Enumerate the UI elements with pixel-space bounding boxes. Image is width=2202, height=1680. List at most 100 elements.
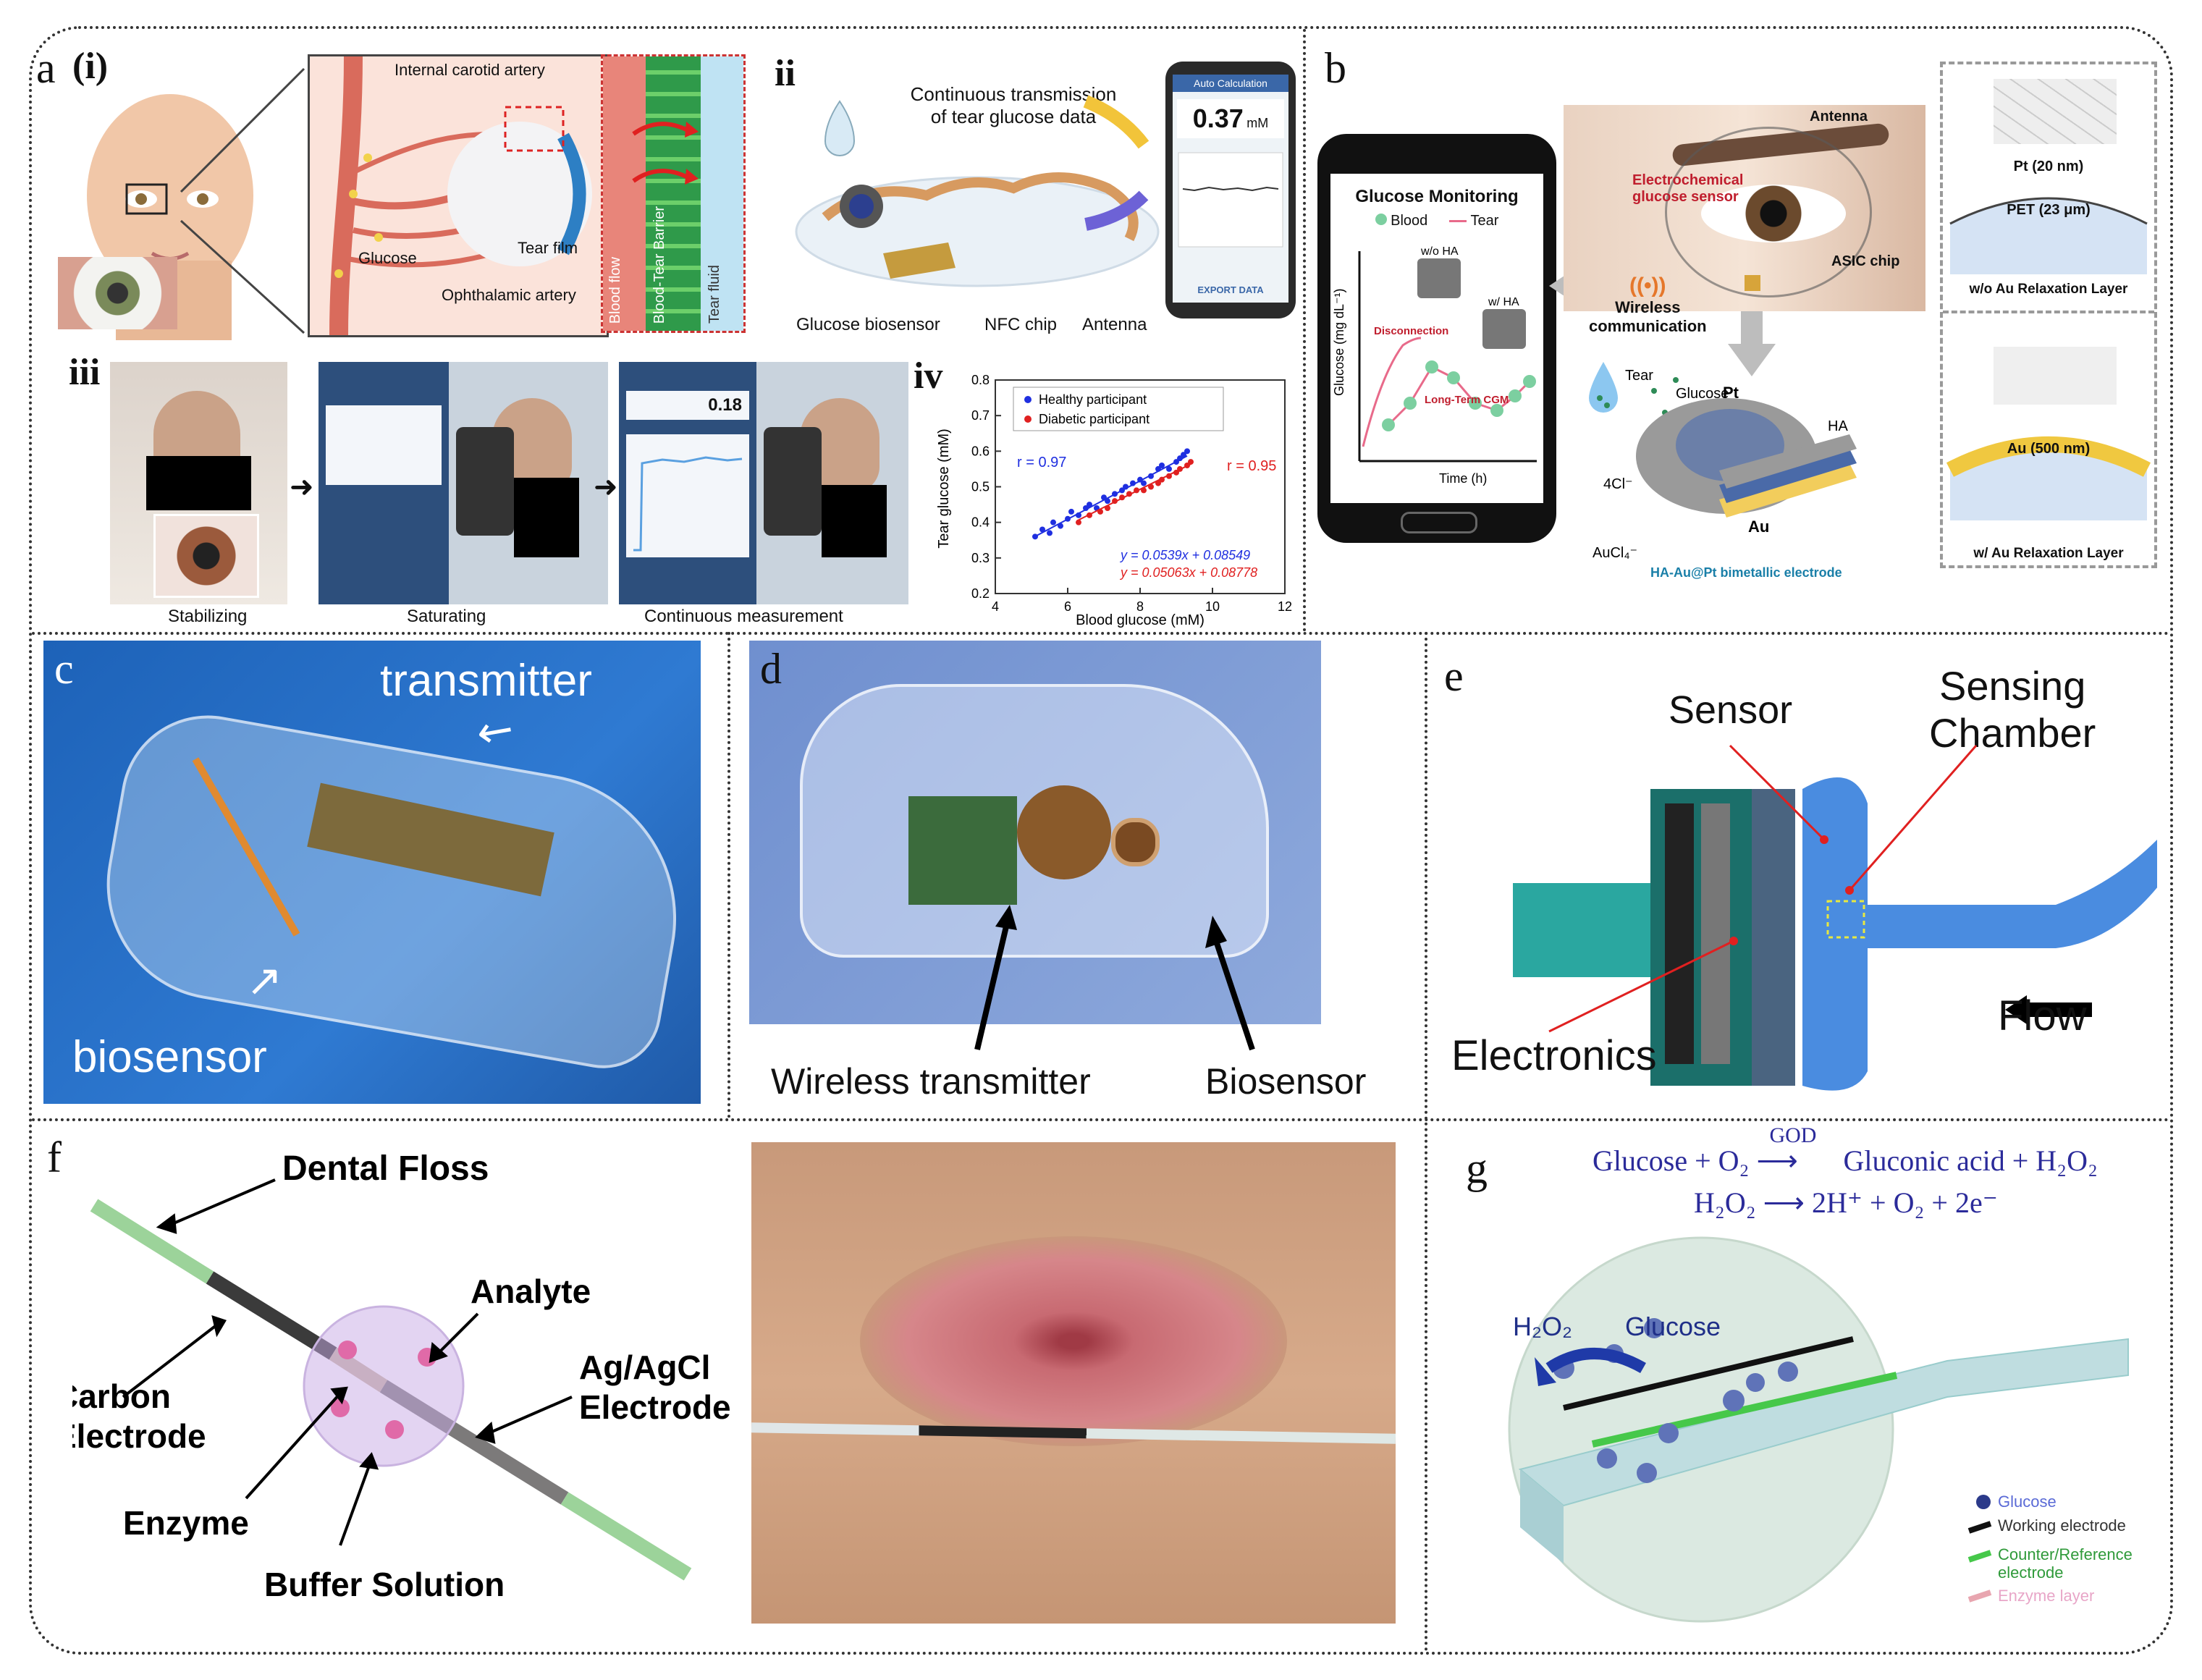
ii-title: Continuous transmission of tear glucose … [905,83,1122,128]
phone-b: Glucose Monitoring Blood Tear w/o HA w/ … [1317,134,1556,543]
tear-film-label: Tear film [518,239,578,257]
wireless-transmitter-label: Wireless transmitter [771,1061,1091,1102]
panel-b-label: b [1325,44,1346,92]
tear-fluid-label: Tear fluid [706,264,723,324]
eye-closeup-photo [58,257,177,329]
zoom-lines [180,67,305,334]
continuous-screen: 0.18 [619,362,756,604]
saturating-photo [319,362,608,604]
wo-relaxation-label: w/o Au Relaxation Layer [1969,282,2128,297]
reaction-eq-2: H₂O₂ ⟶ 2H⁺ + O₂ + 2e⁻ [1694,1186,1998,1220]
panel-a-iii-label: iii [69,352,101,393]
eq-healthy: y = 0.0539x + 0.08549 [1119,548,1250,562]
pet-arc-wo [1949,197,2148,274]
healthy-point [1141,480,1147,486]
tear-label-b: Tear [1625,368,1653,384]
legend-marker-healthy [1024,396,1032,403]
glucose-monitoring-title: Glucose Monitoring [1355,187,1519,206]
b-y-axis-label: Glucose (mg dL⁻¹) [1332,288,1346,396]
healthy-point [1047,530,1053,536]
home-button [1401,512,1477,533]
plot-area [995,379,1286,594]
flow-label: Flow [1998,992,2087,1039]
antenna-ring [1665,127,1872,297]
y-tick-label: 0.8 [971,373,990,387]
glucose-biosensor-label: Glucose biosensor [796,315,940,334]
panel-f-label: f [47,1134,62,1181]
sensor-label-e: Sensor [1669,688,1793,732]
legend-glucose-marker [1976,1495,1991,1509]
sphere-diagram: H₂O₂ Glucose Glucose Working electrode C… [1508,1236,2133,1623]
carbon-electrode-line1: Carbon [72,1377,171,1415]
phone-ii-header: Auto Calculation [1173,75,1288,92]
y-tick-label: 0.7 [971,408,990,423]
transmitter-board-d [908,796,1017,905]
saturating-label: Saturating [407,607,486,626]
antenna-label-b: Antenna [1810,109,1868,124]
y-axis-label: Tear glucose (mM) [936,429,952,549]
aucl-label: AuCl₄⁻ [1593,545,1637,561]
healthy-point [1181,452,1186,458]
eq2-left: H₂O₂ [1694,1186,1756,1219]
diabetic-point [1076,519,1081,525]
gray-arrow-down [1728,311,1776,376]
col-divider-de-g [1425,632,1427,1652]
phone-ii-trace [1178,152,1283,248]
internal-carotid-label: Internal carotid artery [395,61,545,79]
mouthguard-photo-d [749,641,1321,1024]
x-tick-label: 8 [1136,599,1144,614]
biosensor-electrode-d [1111,818,1160,866]
healthy-point [1087,502,1092,508]
pt-label: Pt [1723,384,1739,402]
y-tick-label: 0.2 [971,586,990,601]
smooth-film-photo [1994,347,2117,405]
disconnection-label: Disconnection [1374,325,1448,337]
col-divider-ab [1303,29,1306,632]
electronics-label: Electronics [1451,1032,1657,1079]
lips-photo [751,1142,1396,1624]
continuous-label: Continuous measurement [644,607,843,626]
eq1-right: Gluconic acid + H₂O₂ [1843,1144,2098,1177]
blood-flow-layer: Blood flow [603,56,646,331]
continuous-photo: 0.18 [619,362,908,604]
pet-label-1: PET (23 μm) [2007,202,2091,218]
legend-tear: Tear [1470,213,1499,229]
phone-held-1 [456,427,514,536]
col-divider-cd [727,632,730,1118]
pet-arc-w [1946,436,2151,520]
legend-diabetic: Diabetic participant [1039,412,1149,426]
wo-ha-label: w/o HA [1420,245,1459,258]
panel-d-label: d [760,645,782,693]
x-tick-label: 12 [1278,599,1292,614]
arrow-icon-2: ➜ [594,471,618,503]
biosensor-label-d: Biosensor [1205,1061,1367,1102]
pt-film-label: Pt (20 nm) [2013,159,2084,174]
continuous-readout: 0.18 [626,391,749,420]
phone-ii-unit: mM [1246,116,1269,130]
y-tick-label: 0.6 [971,444,990,458]
glucose-label-a: Glucose [358,249,417,267]
blood-flow-label: Blood flow [607,256,623,324]
row-divider-2 [32,1118,2170,1121]
h2o2-label-g: H₂O₂ [1513,1312,1572,1341]
blood-tear-barrier-layer: Blood-Tear Barrier [645,56,701,331]
ha-label: HA [1828,418,1848,434]
legend-counter-marker [1967,1550,1992,1563]
healthy-point [1159,463,1165,468]
diabetic-fit-line [1078,463,1191,521]
continuous-trace [626,434,749,557]
healthy-point [1068,508,1074,515]
e-pointer-lines [1729,744,1978,895]
nfc-chip-label: NFC chip [984,315,1058,334]
healthy-point [1050,519,1056,525]
stabilizing-label: Stabilizing [168,607,248,626]
blood-legend-marker [1375,214,1387,225]
eq2-right: 2H⁺ + O₂ + 2e⁻ [1812,1186,1998,1219]
row-divider-1 [32,632,2170,635]
tear-sensor-illustration [795,95,1160,287]
healthy-point [1039,526,1045,533]
au-label: Au [1748,518,1769,536]
panel-e-label: e [1444,652,1464,700]
buffer-solution-label: Buffer Solution [264,1566,505,1603]
god-label: GOD [1769,1123,1817,1147]
